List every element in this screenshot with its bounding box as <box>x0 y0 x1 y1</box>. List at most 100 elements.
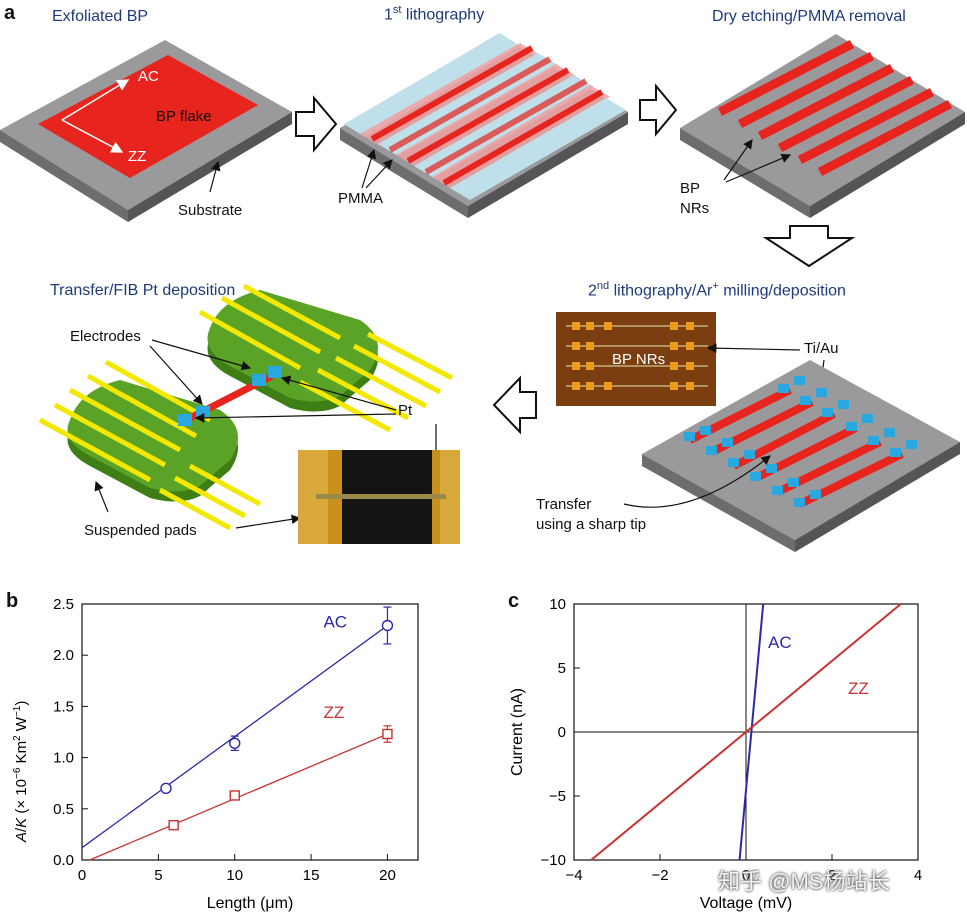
x-axis-label: Length (μm) <box>207 895 294 912</box>
y-axis-label-part: (× 10 <box>13 779 30 818</box>
plot-frame <box>81 603 419 861</box>
nrs-label: NRs <box>680 200 710 217</box>
transfer-label-2: using a sharp tip <box>536 516 647 533</box>
series-label-zz: ZZ <box>848 679 869 698</box>
data-point-ac <box>229 737 241 749</box>
electrode-pointer-1 <box>149 345 203 405</box>
zz-axis-arrow <box>61 119 124 153</box>
step-title-second-lithography: 2nd lithography/Ar+ milling/deposition <box>588 280 846 300</box>
bp-flake-label: BP flake <box>156 108 212 125</box>
series-label-ac: AC <box>768 633 792 652</box>
process-arrow-4 <box>492 375 537 435</box>
x-tick-label: 0 <box>742 867 750 884</box>
watermark: 知乎 @MS杨站长 <box>718 869 890 894</box>
y-axis-label-part: −1 <box>12 705 23 717</box>
y-tick-label: 0 <box>558 724 566 741</box>
y-axis-label-part: ) <box>13 701 30 706</box>
substrate-step4 <box>642 360 960 552</box>
process-arrow-2 <box>639 83 678 137</box>
series-label-ac: AC <box>323 613 347 632</box>
y-tick-label: 0.5 <box>53 801 74 818</box>
substrate-pointer <box>209 160 221 193</box>
transfer-pointer <box>623 455 771 508</box>
step-title-transfer: Transfer/FIB Pt deposition <box>50 282 236 299</box>
electrodes-label: Electrodes <box>70 328 141 345</box>
y-tick-label: 10 <box>549 596 566 613</box>
pmma-stripes <box>344 33 626 200</box>
pmma-pointer-1 <box>361 148 377 189</box>
x-tick-label: 2 <box>828 867 836 884</box>
device-micrograph <box>298 450 460 544</box>
ac-axis-label: AC <box>138 68 159 85</box>
x-tick-label: 5 <box>154 867 162 884</box>
panel-a-letter: a <box>4 2 16 24</box>
x-tick-label: 15 <box>303 867 320 884</box>
data-point-ac <box>381 619 394 632</box>
panel-b-letter: b <box>6 590 19 612</box>
y-axis-label: Current (nA) <box>509 688 526 776</box>
y-tick-label: −5 <box>549 788 566 805</box>
iv-line-ac <box>738 603 765 861</box>
bp-flake <box>38 55 258 178</box>
y-axis-label-part: Km <box>13 741 30 768</box>
x-tick-label: −2 <box>651 867 668 884</box>
step-title-exfoliated: Exfoliated BP <box>52 8 149 25</box>
y-axis-label: A/K (× 10−6 Km2 W−1) <box>12 701 30 843</box>
y-tick-label: −10 <box>541 852 566 869</box>
iv-line-zz <box>590 603 902 861</box>
step-title-first-lithography: 1st lithography <box>384 4 485 24</box>
process-arrow-3 <box>762 225 856 268</box>
pads-pointer-1 <box>94 480 109 513</box>
x-axis-label: Voltage (mV) <box>700 895 792 912</box>
transfer-label-1: Transfer <box>536 496 592 513</box>
y-axis-label-part: / <box>13 827 30 832</box>
y-tick-label: 2.5 <box>53 596 74 613</box>
pmma-label: PMMA <box>338 190 383 207</box>
y-axis-label-part: A <box>13 832 30 843</box>
pads-pointer-2 <box>235 514 302 529</box>
y-axis-label-part: −6 <box>12 767 23 779</box>
series-label-zz: ZZ <box>323 703 344 722</box>
panel-a-illustration <box>0 33 965 552</box>
substrate-label: Substrate <box>178 202 243 219</box>
substrate-step3 <box>680 34 965 218</box>
data-point-zz <box>382 728 393 740</box>
data-point-ac <box>160 782 172 795</box>
bp-nrs-micrograph <box>556 312 716 406</box>
nr-pointer-2 <box>725 153 792 183</box>
electrode-pointer-2 <box>151 339 252 371</box>
micrograph-bp-nrs-label: BP NRs <box>612 351 666 368</box>
y-axis-label-part: W <box>13 716 30 735</box>
y-tick-label: 0.0 <box>53 852 74 869</box>
process-arrow-1 <box>295 95 338 153</box>
x-tick-label: 4 <box>914 867 922 884</box>
bp-nanoribbons <box>717 39 953 176</box>
y-tick-label: 1.5 <box>53 698 74 715</box>
panel-c-letter: c <box>508 590 520 612</box>
zz-axis-label: ZZ <box>128 148 147 165</box>
bp-label: BP <box>680 180 701 197</box>
pt-pointer-2 <box>194 413 397 423</box>
data-point-zz <box>168 819 179 831</box>
data-point-zz <box>229 790 240 801</box>
micrograph-pointer <box>706 343 801 353</box>
x-tick-label: 20 <box>379 867 396 884</box>
nr-with-contacts <box>684 376 917 508</box>
x-tick-label: −4 <box>565 867 582 884</box>
pt-pointer-1 <box>280 375 397 411</box>
y-axis-label-part: 2 <box>12 735 23 741</box>
x-tick-label: 10 <box>226 867 243 884</box>
nr-pointer-1 <box>723 139 753 181</box>
ti-au-label: Ti/Au <box>804 340 839 357</box>
y-tick-label: 5 <box>558 660 566 677</box>
step-title-dry-etching: Dry etching/PMMA removal <box>712 8 906 25</box>
x-tick-label: 0 <box>78 867 86 884</box>
suspended-pads-label: Suspended pads <box>84 522 197 539</box>
pt-label: Pt <box>398 402 413 419</box>
ac-axis-arrow <box>61 79 130 121</box>
y-tick-label: 2.0 <box>53 647 74 664</box>
pmma-pointer-2 <box>365 159 393 189</box>
y-axis-label-part: K <box>13 817 30 828</box>
